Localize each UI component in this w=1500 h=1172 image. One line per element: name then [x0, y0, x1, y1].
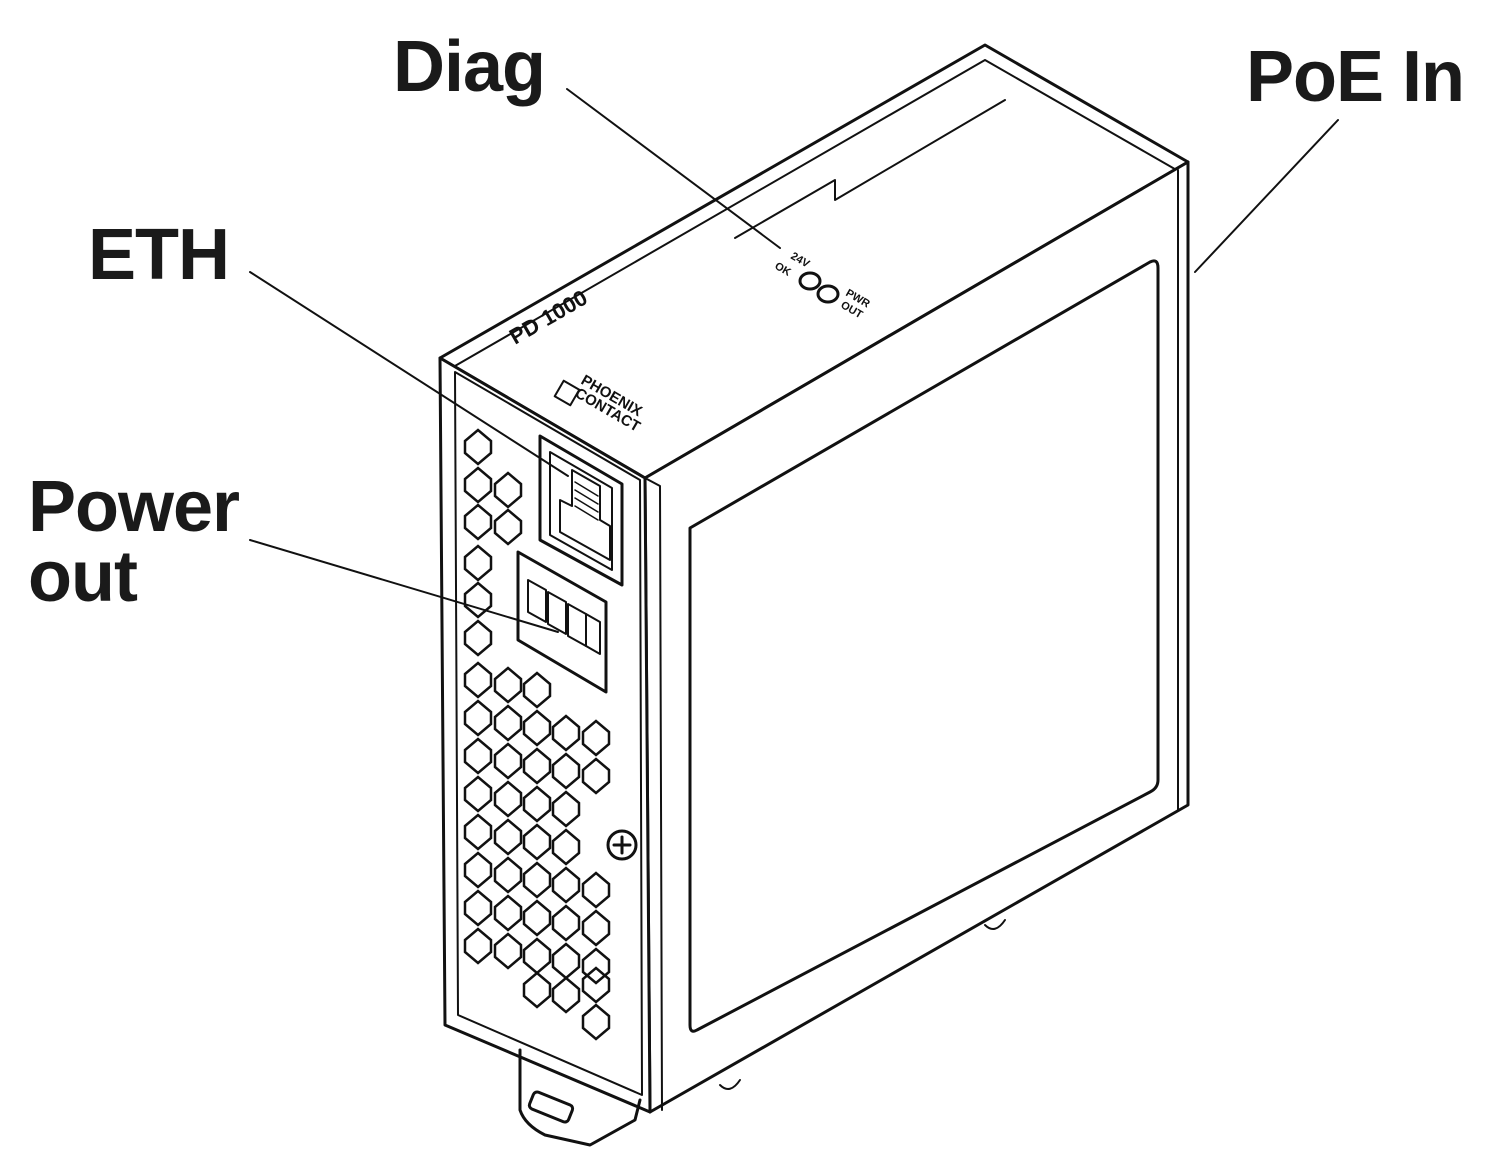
- vent-hole: [551, 790, 581, 828]
- side-label-recess: [688, 259, 1160, 1033]
- eth-port-frame: [538, 434, 624, 587]
- vent-hole: [493, 666, 523, 704]
- vent-hole: [493, 780, 523, 818]
- vent-hole: [581, 966, 611, 1004]
- callout-power-out-line2: out: [28, 537, 138, 617]
- vent-hole: [522, 671, 552, 709]
- vent-hole: [493, 508, 523, 546]
- power-terminal-slot-4: [585, 613, 601, 655]
- din-rail-clip: [518, 1048, 642, 1147]
- vent-hole: [522, 785, 552, 823]
- leader-poe-in: [1194, 119, 1339, 273]
- vent-hole: [463, 851, 493, 889]
- vent-hole: [463, 581, 493, 619]
- leader-diag: [566, 88, 781, 249]
- housing-top-notch: [734, 99, 1006, 239]
- power-terminal-frame: [516, 550, 608, 694]
- front-bezel-inner: [454, 371, 643, 1096]
- brand-logo-mark: [553, 379, 581, 407]
- leader-eth: [249, 271, 569, 477]
- vent-hole: [463, 466, 493, 504]
- vent-hole: [463, 503, 493, 541]
- bottom-foot-2: [984, 919, 1006, 930]
- housing-front-face: [438, 356, 652, 1114]
- front-screw: [606, 829, 638, 861]
- front-screw-cross: [612, 835, 632, 855]
- vent-hole: [581, 1003, 611, 1041]
- vent-hole: [463, 544, 493, 582]
- vent-hole: [493, 742, 523, 780]
- vent-hole: [493, 894, 523, 932]
- vent-hole: [463, 661, 493, 699]
- eth-port-latch: [559, 469, 611, 561]
- power-terminal-slot-1: [527, 579, 547, 623]
- vent-hole: [463, 775, 493, 813]
- housing-top-rim: [447, 59, 1181, 371]
- vent-hole: [522, 747, 552, 785]
- vent-hole: [463, 619, 493, 657]
- vent-hole: [551, 866, 581, 904]
- bottom-foot-1: [719, 1079, 741, 1090]
- vent-hole: [522, 937, 552, 975]
- leader-power-out: [249, 539, 559, 633]
- vent-hole: [551, 714, 581, 752]
- vent-hole: [522, 899, 552, 937]
- front-edge-highlight: [644, 477, 663, 1111]
- callout-power-out: Power out: [28, 467, 240, 617]
- vent-hole: [493, 932, 523, 970]
- vent-grid: [463, 428, 611, 1041]
- vent-hole: [551, 904, 581, 942]
- vent-hole: [463, 428, 493, 466]
- vent-hole: [551, 752, 581, 790]
- vent-hole: [581, 719, 611, 757]
- vent-hole: [493, 818, 523, 856]
- eth-port-pins: [574, 481, 599, 521]
- callout-power-out-line1: Power: [28, 467, 240, 547]
- vent-hole: [551, 828, 581, 866]
- power-terminal-slot-2: [547, 591, 567, 635]
- callout-poe-in: PoE In: [1246, 37, 1465, 117]
- vent-hole: [463, 927, 493, 965]
- vent-hole: [463, 813, 493, 851]
- vent-hole: [493, 704, 523, 742]
- din-clip-slot: [527, 1090, 575, 1124]
- led-pwr-out: [816, 284, 840, 304]
- vent-hole: [581, 947, 611, 985]
- vent-hole: [463, 889, 493, 927]
- eth-port-inner: [549, 451, 613, 571]
- vent-hole: [522, 709, 552, 747]
- vent-hole: [581, 909, 611, 947]
- vent-hole: [493, 856, 523, 894]
- vent-hole: [551, 976, 581, 1014]
- callout-eth: ETH: [88, 215, 230, 295]
- led-24v-ok: [798, 271, 822, 291]
- vent-hole: [522, 823, 552, 861]
- vent-hole: [522, 971, 552, 1009]
- vent-hole: [463, 699, 493, 737]
- vent-hole: [522, 861, 552, 899]
- vent-hole: [493, 471, 523, 509]
- callout-diag: Diag: [393, 27, 546, 107]
- vent-hole: [581, 757, 611, 795]
- vent-hole: [551, 942, 581, 980]
- vent-hole: [581, 871, 611, 909]
- vent-hole: [463, 737, 493, 775]
